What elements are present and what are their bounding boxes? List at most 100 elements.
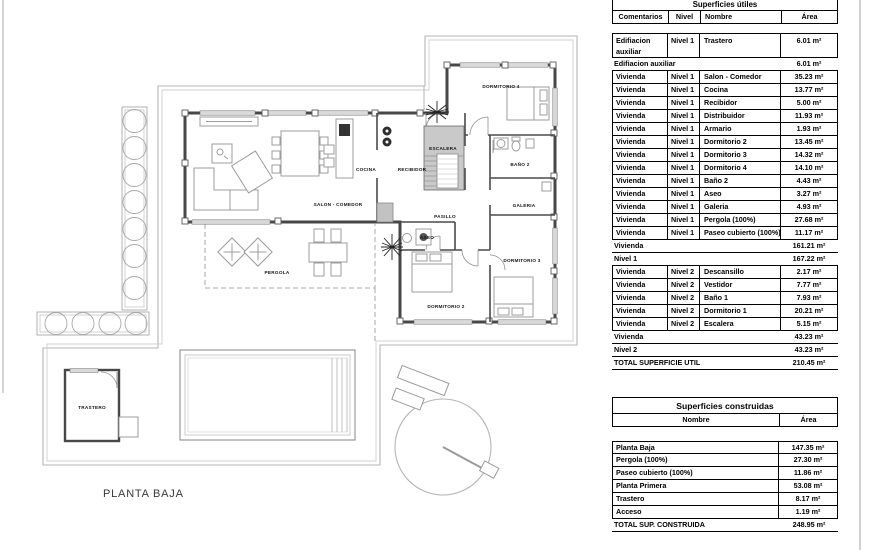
cell-comentarios: Vivienda (612, 175, 667, 187)
cell-area: 3.27 m² (780, 188, 838, 200)
cell-nombre: Aseo (699, 188, 780, 200)
planter-vertical (121, 106, 148, 311)
cell-label: Nivel 2 (614, 345, 638, 354)
cell-area: 35.23 m² (780, 71, 838, 83)
cell-nivel: Nivel 2 (667, 292, 699, 304)
cell-comentarios: Vivienda (612, 188, 667, 200)
cell-nombre: Armario (699, 123, 780, 135)
cell-comentarios: Vivienda (612, 318, 667, 330)
cell-nivel: Nivel 1 (667, 123, 699, 135)
bedroom2-bed (411, 251, 453, 293)
trastero-building (63, 368, 139, 443)
access-steps (391, 364, 450, 411)
cell-nivel: Nivel 1 (667, 34, 699, 57)
cell-area: 27.68 m² (780, 214, 838, 226)
cell-comentarios: Vivienda (612, 162, 667, 174)
cell-nivel: Nivel 1 (667, 110, 699, 122)
cell-area: 1.93 m² (780, 123, 838, 135)
cell-nombre: Paseo cubierto (100%) (699, 227, 780, 239)
cell-comentarios: Vivienda (612, 227, 667, 239)
cell-label: TOTAL SUPERFICIE UTIL (614, 358, 701, 367)
trastero-annex (118, 416, 139, 438)
construidas-table-title: Superficies construidas (612, 397, 838, 414)
cell-nombre: Dormitorio 4 (699, 162, 780, 174)
planter-horizontal (36, 311, 150, 336)
cell-nombre: Baño 1 (699, 292, 780, 304)
interior-walls (376, 113, 555, 322)
cell-nivel: Nivel 1 (667, 188, 699, 200)
aseo-fixtures (402, 228, 432, 246)
cell-area: 14.32 m² (780, 149, 838, 161)
cell-nivel: Nivel 1 (667, 162, 699, 174)
cell-label: TOTAL SUP. CONSTRUIDA (614, 520, 705, 529)
table-row: Paseo cubierto (100%)11.86 m² (612, 467, 838, 480)
cell-area: 11.86 m² (778, 467, 838, 479)
cell-area: 167.22 m² (792, 254, 826, 263)
cell-area: 27.30 m² (778, 454, 838, 466)
cell-area: 43.23 m² (794, 332, 824, 341)
column-header-nombre: Nombre (700, 11, 781, 23)
column-header-nivel: Nivel (668, 11, 700, 23)
utiles-table-header: Comentarios Nivel Nombre Área (612, 11, 838, 24)
bathroom2-fixtures (493, 136, 535, 152)
room-label: DORMITORIO 4 (482, 84, 519, 89)
cell-area: 8.17 m² (778, 493, 838, 505)
bedroom4-bed (506, 86, 550, 121)
cell-nivel: Nivel 1 (667, 97, 699, 109)
cell-nombre: Descansillo (699, 266, 780, 278)
construidas-table-header: Nombre Área (612, 414, 838, 427)
site-boundary (42, 35, 578, 466)
cell-comentarios: Vivienda (612, 149, 667, 161)
cell-nivel: Nivel 1 (667, 175, 699, 187)
cell-nivel: Nivel 1 (667, 136, 699, 148)
superficies-construidas-table: Superficies construidas Nombre Área Plan… (612, 397, 838, 532)
cell-comentarios: Vivienda (612, 136, 667, 148)
cell-nivel: Nivel 2 (667, 305, 699, 317)
living-room-furniture (193, 116, 274, 211)
cell-nombre: Galeria (699, 201, 780, 213)
cell-area: 210.45 m² (792, 358, 826, 367)
window-bands (191, 62, 558, 325)
cell-nombre: Paseo cubierto (100%) (612, 467, 778, 479)
cell-area: 161.21 m² (792, 241, 826, 250)
utiles-table-title: Superficies útiles (612, 0, 838, 11)
room-label: ASEO (420, 235, 434, 240)
cell-label: Edifiacion auxiliar (614, 59, 676, 68)
bedroom3-bed (493, 276, 534, 318)
cell-nombre: Recibidor (699, 97, 780, 109)
column-header-comentarios: Comentarios (618, 12, 663, 21)
cell-area: 43.23 m² (794, 345, 824, 354)
cell-nivel: Nivel 2 (667, 279, 699, 291)
cell-comentarios: Vivienda (612, 292, 667, 304)
room-label: TRASTERO (78, 405, 106, 410)
cell-area: 7.93 m² (780, 292, 838, 304)
cell-comentarios: Edifiacion auxiliar (612, 34, 667, 57)
cell-nivel: Nivel 1 (667, 71, 699, 83)
cell-comentarios: Vivienda (612, 123, 667, 135)
driveway-circle (394, 398, 500, 496)
pergola-area (204, 224, 376, 341)
cell-comentarios: Vivienda (612, 214, 667, 226)
superficies-utiles-table: Superficies útiles Comentarios Nivel Nom… (612, 0, 838, 370)
cell-nivel: Nivel 1 (667, 214, 699, 226)
cell-nivel: Nivel 1 (667, 227, 699, 239)
